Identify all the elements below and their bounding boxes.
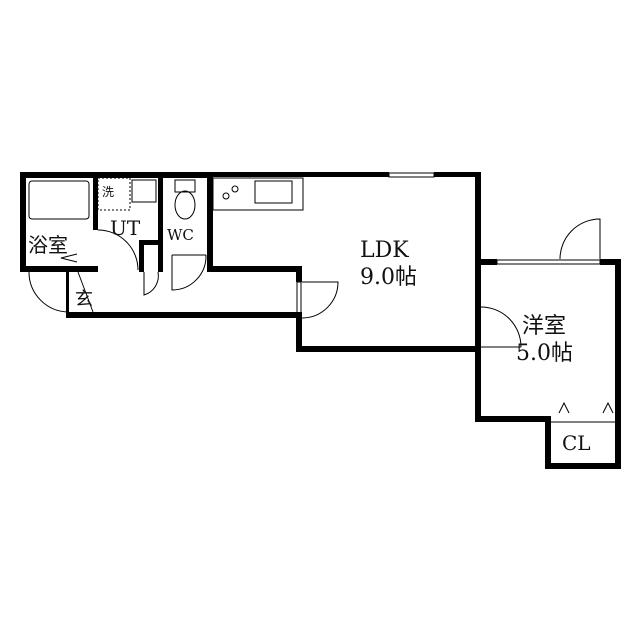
bathtub <box>28 180 90 220</box>
room-label-western: 洋室 <box>522 314 566 339</box>
room-label-toilet: WC <box>167 226 194 244</box>
room-label-entrance: 玄 <box>75 289 93 310</box>
doors <box>28 218 601 348</box>
room-label-ldk-size: 9.0帖 <box>360 265 417 290</box>
toilet-tank <box>174 179 196 193</box>
wash-basin <box>131 179 157 203</box>
room-label-utility: UT <box>110 216 141 240</box>
room-label-bath: 浴室 <box>28 233 68 257</box>
sink <box>254 180 293 204</box>
toilet-bowl <box>174 190 196 220</box>
room-label-ldk: LDK <box>360 238 409 263</box>
stove-burner <box>231 185 239 193</box>
washer-space <box>97 177 131 211</box>
room-label-western-size: 5.0帖 <box>516 341 573 366</box>
stove-burner <box>222 192 230 200</box>
windows <box>296 172 601 348</box>
kitchen-counter <box>212 177 304 211</box>
fixtures <box>28 177 615 423</box>
room-label-washer: 洗 <box>102 185 114 199</box>
walls <box>20 172 621 469</box>
room-label-closet: CL <box>562 431 591 455</box>
